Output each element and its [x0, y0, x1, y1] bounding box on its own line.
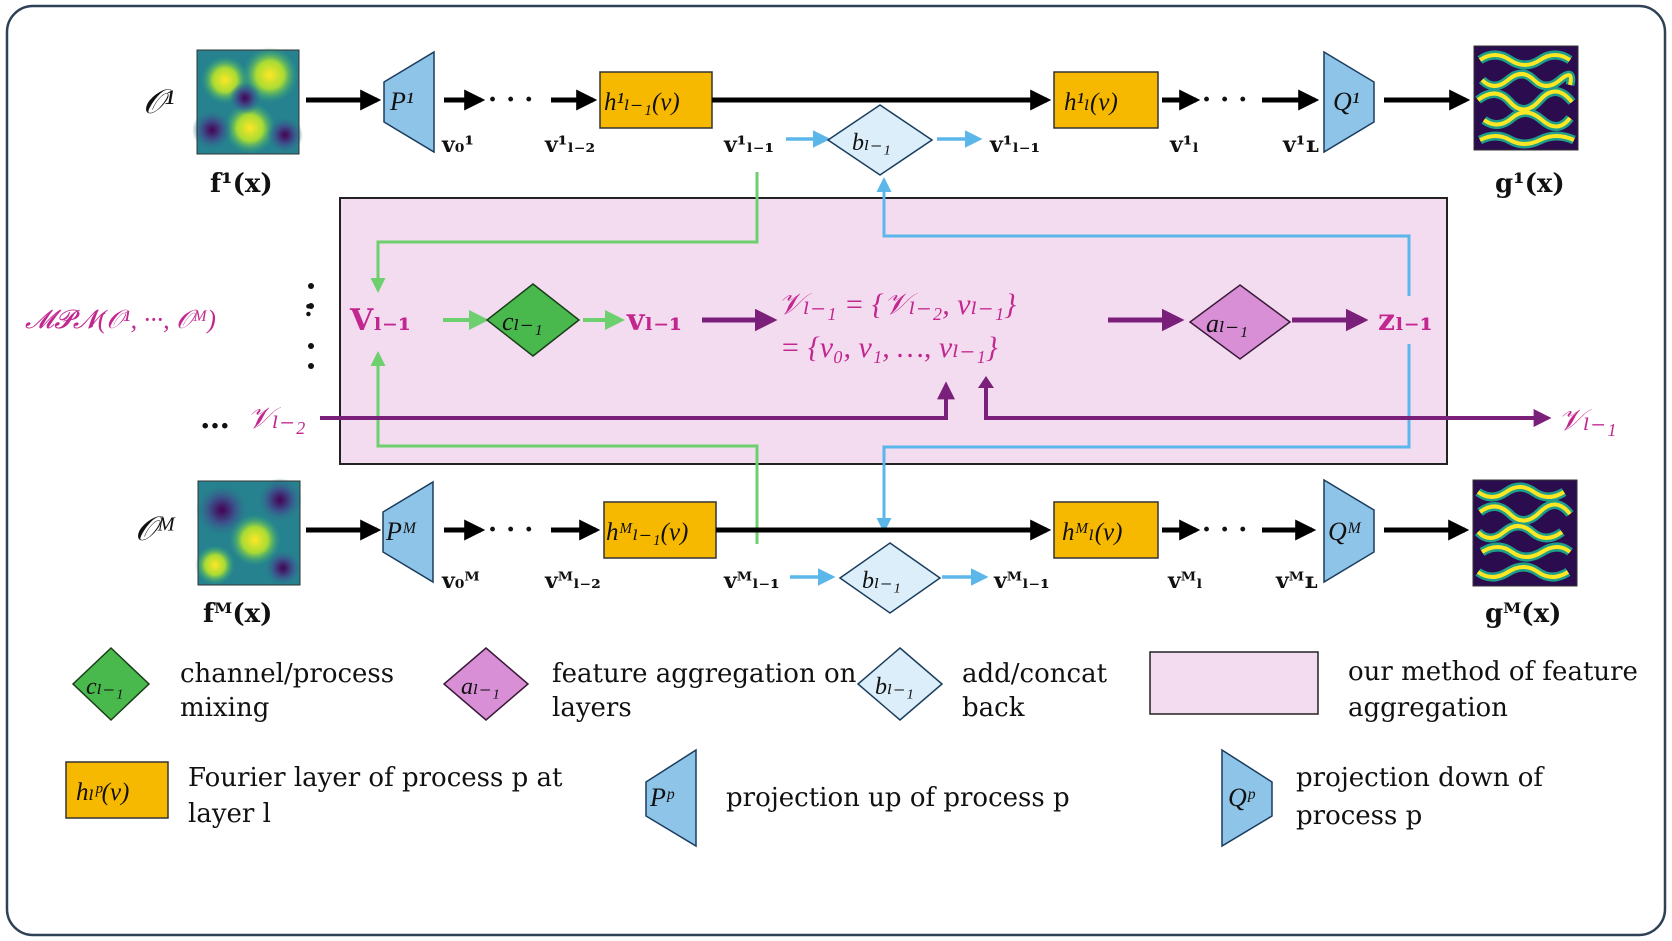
legend-c: cₗ₋₁ channel/process mixing: [71, 646, 394, 723]
top-Q-label: Q¹: [1333, 87, 1360, 116]
V-next: 𝒱ₗ₋₁: [1558, 404, 1617, 437]
legend-Q-text-1: projection down of: [1296, 763, 1545, 793]
top-v0: v₀¹: [441, 132, 474, 158]
top-vl1-out: v¹ₗ₋₁: [989, 132, 1040, 158]
bottom-output-pattern-image: [1472, 479, 1578, 587]
a-node: aₗ₋₁: [1188, 284, 1292, 360]
c-label: cₗ₋₁: [502, 307, 543, 336]
legend: cₗ₋₁ channel/process mixing aₗ₋₁ feature…: [65, 646, 1638, 848]
bottom-vl1: vᴹₗ₋₁: [723, 568, 780, 594]
top-b-label: bₗ₋₁: [852, 130, 891, 156]
top-input-field-image: [192, 47, 303, 155]
bottom-input-field-image: [195, 478, 302, 586]
bottom-input-function: fᴹ(x): [203, 599, 272, 629]
legend-P-text: projection up of process p: [726, 783, 1070, 813]
legend-b-symbol: bₗ₋₁: [875, 674, 914, 700]
top-vL: v¹ʟ: [1282, 132, 1319, 158]
legend-b-text-1: add/concat: [962, 659, 1108, 689]
top-h-curr-label: h¹ₗ(v): [1064, 89, 1118, 116]
legend-b-text-2: back: [962, 693, 1025, 723]
top-h-prev-layer: h¹ₗ₋₁(v): [599, 71, 713, 129]
legend-box-text-1: our method of feature: [1348, 657, 1638, 687]
method-content: 𝓜𝓟𝓝(𝒪¹, ···, 𝒪ᴹ) : Vₗ₋₁ cₗ₋₁ vₗ₋₁ 𝒱ₗ₋₁ =…: [25, 172, 1617, 544]
V-in: Vₗ₋₁: [349, 303, 411, 338]
legend-Q: Qᵖ projection down of process p: [1221, 748, 1545, 848]
legend-Q-symbol: Qᵖ: [1228, 783, 1256, 812]
bottom-P-projection: Pᴹ: [382, 480, 434, 584]
legend-h-text-1: Fourier layer of process p at: [188, 763, 563, 793]
bottom-v0: v₀ᴹ: [441, 568, 480, 594]
top-vl: v¹ₗ: [1169, 132, 1199, 158]
bottom-h-curr-layer: hᴹₗ(v): [1053, 501, 1159, 559]
top-vl1: v¹ₗ₋₁: [723, 132, 774, 158]
bottom-h-prev-layer: hᴹₗ₋₁(v): [603, 501, 717, 559]
legend-a-text-1: feature aggregation on: [552, 659, 857, 689]
bottom-vl2: vᴹₗ₋₂: [544, 568, 601, 594]
bottom-vl: vᴹₗ: [1167, 568, 1203, 594]
top-h-prev-label: h¹ₗ₋₁(v): [604, 89, 680, 116]
bottom-Q-projection: Qᴹ: [1323, 478, 1375, 584]
top-dots-2: · · ·: [1202, 85, 1247, 115]
bottom-dots-2: · · ·: [1202, 515, 1247, 545]
bottom-output-function: gᴹ(x): [1485, 599, 1561, 629]
legend-P: Pᵖ projection up of process p: [645, 748, 1070, 848]
bottom-b-node: bₗ₋₁: [838, 542, 942, 614]
top-row: 𝒪¹ f¹(x) P¹ v₀¹ · · · v¹ₗ₋₂ h¹ₗ₋₁(v) v¹ₗ: [143, 45, 1579, 199]
bottom-Q-label: Qᴹ: [1328, 517, 1362, 546]
top-dots-1: · · ·: [488, 85, 533, 115]
legend-c-symbol: cₗ₋₁: [86, 674, 124, 700]
legend-b: bₗ₋₁ add/concat back: [856, 647, 1108, 723]
bottom-dots-1: · · ·: [488, 515, 533, 545]
top-Q-projection: Q¹: [1323, 50, 1375, 154]
c-node: cₗ₋₁: [485, 283, 581, 357]
eq-line-1: 𝒱ₗ₋₁ = {𝒱ₗ₋₂, vₗ₋₁}: [778, 288, 1016, 321]
legend-a-symbol: aₗ₋₁: [461, 674, 500, 700]
legend-h-text-2: layer l: [188, 799, 271, 829]
bottom-vL: vᴹʟ: [1275, 568, 1318, 594]
top-vl2: v¹ₗ₋₂: [544, 132, 595, 158]
bottom-vl1-out: vᴹₗ₋₁: [993, 568, 1050, 594]
legend-P-symbol: Pᵖ: [649, 783, 675, 812]
legend-box-text-2: aggregation: [1348, 693, 1508, 723]
top-output-pattern-image: [1473, 45, 1579, 151]
v-mid: vₗ₋₁: [626, 303, 682, 338]
legend-a: aₗ₋₁ feature aggregation on layers: [442, 647, 857, 723]
top-P-projection: P¹: [383, 50, 435, 154]
top-input-label: 𝒪¹: [143, 84, 175, 121]
bottom-b-label: bₗ₋₁: [862, 568, 901, 594]
z-out: zₗ₋₁: [1378, 303, 1433, 338]
top-h-curr-layer: h¹ₗ(v): [1053, 71, 1159, 129]
bottom-h-curr-label: hᴹₗ(v): [1062, 519, 1122, 546]
legend-a-text-2: layers: [552, 693, 632, 723]
top-input-function: f¹(x): [210, 169, 273, 199]
a-label: aₗ₋₁: [1206, 309, 1248, 338]
top-P-label: P¹: [389, 87, 414, 116]
legend-box: our method of feature aggregation: [1149, 651, 1638, 723]
V-prev: 𝒱ₗ₋₂: [247, 402, 306, 435]
bottom-P-label: Pᴹ: [385, 517, 417, 546]
legend-h-symbol: hₗᵖ(v): [76, 779, 129, 806]
V-prev-dots: …: [200, 401, 230, 436]
legend-h: hₗᵖ(v) Fourier layer of process p at lay…: [65, 761, 563, 829]
bottom-row: 𝒪ᴹ fᴹ(x) Pᴹ v₀ᴹ · · · vᴹₗ₋₂ hᴹₗ₋₁(v) vᴹₗ…: [135, 478, 1578, 629]
legend-Q-text-2: process p: [1296, 801, 1422, 831]
svg-text::: :: [304, 293, 313, 322]
legend-c-text-2: mixing: [180, 693, 269, 723]
mpn-label: 𝓜𝓟𝓝(𝒪¹, ···, 𝒪ᴹ): [25, 305, 216, 334]
legend-c-text-1: channel/process: [180, 659, 394, 689]
top-output-function: g¹(x): [1495, 169, 1565, 199]
bottom-h-prev-label: hᴹₗ₋₁(v): [606, 519, 688, 546]
top-b-node: bₗ₋₁: [826, 104, 934, 176]
eq-line-2: = {v₀, v₁, …, vₗ₋₁}: [780, 331, 998, 364]
bottom-input-label: 𝒪ᴹ: [135, 511, 176, 548]
